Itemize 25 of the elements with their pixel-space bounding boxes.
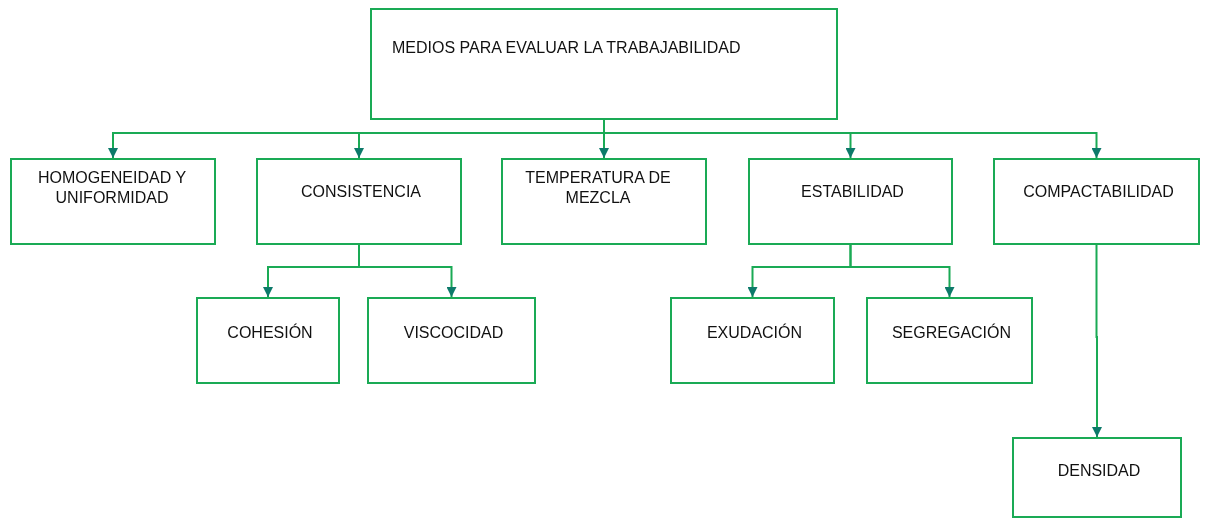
arrow xyxy=(849,244,955,298)
label-box xyxy=(370,8,838,120)
node-label: HOMOGENEIDAD Y UNIFORMIDAD xyxy=(36,168,188,208)
arrow xyxy=(1092,244,1102,438)
node-label: EXUDACIÓN xyxy=(705,323,804,343)
node-label: MEDIOS PARA EVALUAR LA TRABAJABILIDAD xyxy=(392,38,742,58)
label-box xyxy=(748,158,953,245)
label-box xyxy=(670,297,835,384)
label-box xyxy=(10,158,216,245)
node-label: VISCOCIDAD xyxy=(402,323,505,343)
node-label: COMPACTABILIDAD xyxy=(1022,182,1175,202)
node-label: ESTABILIDAD xyxy=(800,182,905,202)
node-label: DENSIDAD xyxy=(1056,461,1142,481)
label-box xyxy=(256,158,462,245)
node-label: COHESIÓN xyxy=(226,323,314,343)
label-box xyxy=(993,158,1200,245)
node-label: CONSISTENCIA xyxy=(300,182,422,202)
label-box xyxy=(866,297,1033,384)
label-box xyxy=(501,158,707,245)
label-box xyxy=(367,297,536,384)
label-box xyxy=(1012,437,1182,518)
node-label: TEMPERATURA DE MEZCLA xyxy=(524,168,672,208)
node-label: SEGREGACIÓN xyxy=(890,323,1013,343)
arrow xyxy=(358,244,457,298)
label-box xyxy=(196,297,340,384)
